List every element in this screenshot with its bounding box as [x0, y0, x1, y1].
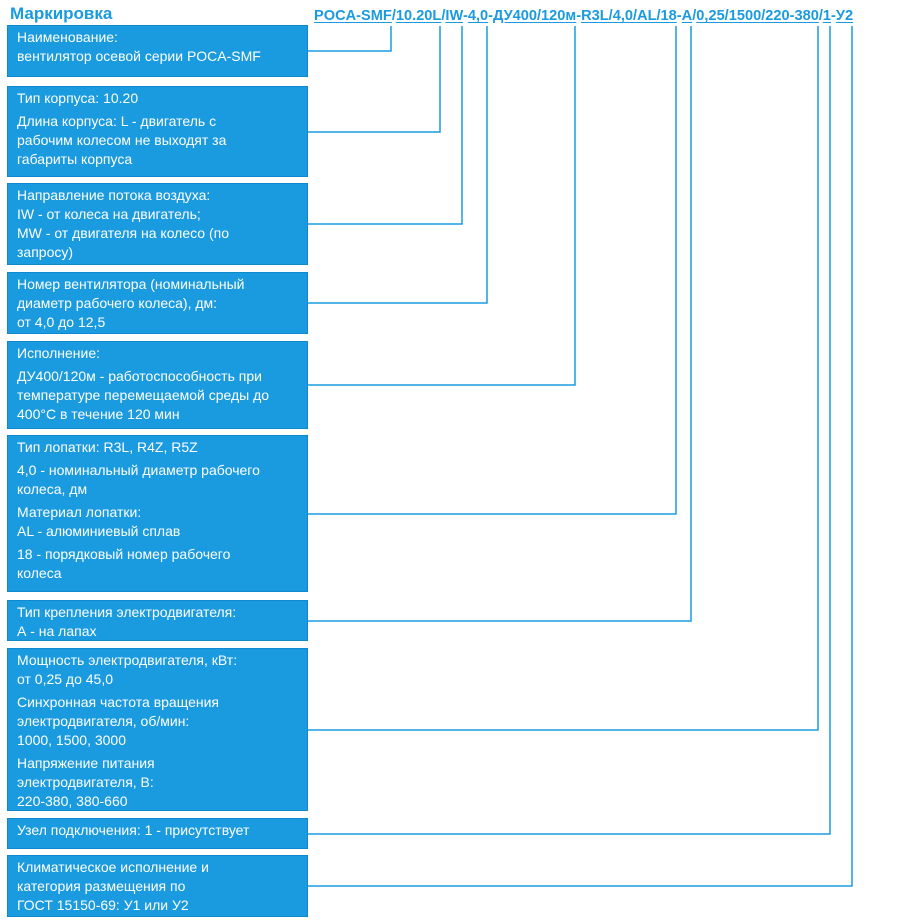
- connector-line: [308, 26, 677, 515]
- code-separator: -: [831, 8, 836, 24]
- code-segment: POCA-SMF: [314, 8, 392, 24]
- legend-text: Номер вентилятора (номинальный: [17, 276, 245, 292]
- code-segment: 10.20L: [395, 8, 442, 24]
- page-title: Маркировка: [10, 4, 113, 23]
- legend-text: Узел подключения: 1 - присутствует: [17, 822, 250, 838]
- legend-text: Напряжение питания: [17, 755, 155, 771]
- legend-text: ГОСТ 15150-69: У1 или У2: [17, 897, 189, 913]
- legend-box: Наименование: вентилятор осевой серии POC…: [7, 25, 308, 77]
- legend-text: вентилятор осевой серии POCA-SMF: [17, 48, 261, 64]
- connector-line: [308, 26, 692, 622]
- legend-text: 220-380, 380-660: [17, 793, 128, 809]
- legend-text: Тип лопатки: R3L, R4Z, R5Z: [17, 439, 198, 455]
- legend-text: колеса, дм: [17, 481, 88, 497]
- legend-box: Тип лопатки: R3L, R4Z, R5Z 4,0 - номиналь…: [7, 435, 308, 592]
- legend-text: Синхронная частота вращения: [17, 694, 219, 710]
- legend-text: электродвигателя, В:: [17, 774, 154, 790]
- code-segment: IW: [445, 8, 463, 24]
- code-separator: /: [391, 8, 396, 24]
- legend-text: Тип корпуса: 10.20: [17, 90, 139, 106]
- legend-text: температуре перемещаемой среды до: [17, 387, 270, 403]
- legend-text: 400°С в течение 120 мин: [17, 406, 180, 422]
- legend-text: А - на лапах: [17, 623, 97, 639]
- legend-text: AL - алюминиевый сплав: [17, 523, 181, 539]
- legend-text: 4,0 - номинальный диаметр рабочего: [17, 462, 260, 478]
- legend-box: Климатическое исполнение и категория разм…: [7, 855, 308, 917]
- connector-line: [308, 26, 463, 225]
- code-separator: -: [462, 8, 468, 24]
- legend-text: Климатическое исполнение и: [17, 859, 209, 875]
- connector-line: [308, 26, 853, 887]
- connector-line: [308, 26, 441, 133]
- code-segment: R3L/4,0/AL/18: [581, 8, 677, 24]
- legend-text: Исполнение:: [17, 345, 101, 361]
- connector-line: [308, 26, 831, 835]
- legend-text: Тип крепления электродвигателя:: [17, 604, 237, 620]
- legend-box: Узел подключения: 1 - присутствует: [7, 818, 308, 849]
- code-separator: -: [576, 8, 582, 24]
- legend-box: Тип крепления электродвигателя: А - на ла…: [7, 600, 308, 641]
- legend-box: Мощность электродвигателя, кВт: от 0,25 д…: [7, 648, 308, 811]
- legend-text: Длина корпуса: L - двигатель с: [17, 113, 217, 129]
- legend-text: MW - от двигателя на колесо (по: [17, 225, 230, 241]
- connector-line: [308, 26, 819, 731]
- legend-text: 18 - порядковый номер рабочего: [17, 546, 231, 562]
- legend-box: Направление потока воздуха: IW - от колес…: [7, 183, 308, 265]
- legend-text: рабочим колесом не выходят за: [17, 132, 227, 148]
- code-separator: /: [818, 8, 823, 24]
- legend-text: габариты корпуса: [17, 151, 133, 167]
- legend-text: Материал лопатки:: [17, 504, 142, 520]
- legend-text: от 4,0 до 12,5: [17, 314, 106, 330]
- legend-box: Номер вентилятора (номинальный диаметр ра…: [7, 272, 308, 334]
- connector-line: [308, 26, 576, 386]
- legend-text: запросу): [17, 244, 74, 260]
- legend-text: 1000, 1500, 3000: [17, 732, 126, 748]
- code-segment: А: [681, 8, 693, 24]
- code-segment: 1: [822, 8, 832, 24]
- code-separator: /: [441, 8, 446, 24]
- code-segment: 4,0: [467, 8, 489, 24]
- marking-code: POCA-SMF/10.20L/IW-4,0-ДУ400/120м-R3L/4,…: [314, 6, 853, 26]
- legend-text: диаметр рабочего колеса), дм:: [17, 295, 218, 311]
- code-segment: 0,25/1500/220-380: [696, 8, 819, 24]
- legend-text: электродвигателя, об/мин:: [17, 713, 190, 729]
- legend-text: Направление потока воздуха:: [17, 187, 211, 203]
- legend-text: ДУ400/120м - работоспособность при: [17, 368, 262, 384]
- connector-line: [308, 26, 392, 52]
- legend-text: IW - от колеса на двигатель;: [17, 206, 201, 222]
- legend-box: Исполнение: ДУ400/120м - работоспособност…: [7, 341, 308, 429]
- code-separator: /: [692, 8, 697, 24]
- legend-text: Наименование:: [17, 29, 118, 45]
- legend-text: от 0,25 до 45,0: [17, 671, 114, 687]
- legend-text: категория размещения по: [17, 878, 186, 894]
- legend-text: Мощность электродвигателя, кВт:: [17, 652, 238, 668]
- code-segment: ДУ400/120м: [493, 8, 577, 24]
- connector-line: [308, 26, 488, 304]
- code-segment: У2: [835, 8, 854, 24]
- code-separator: -: [676, 8, 682, 24]
- code-separator: -: [488, 8, 493, 24]
- legend-text: колеса: [17, 565, 62, 581]
